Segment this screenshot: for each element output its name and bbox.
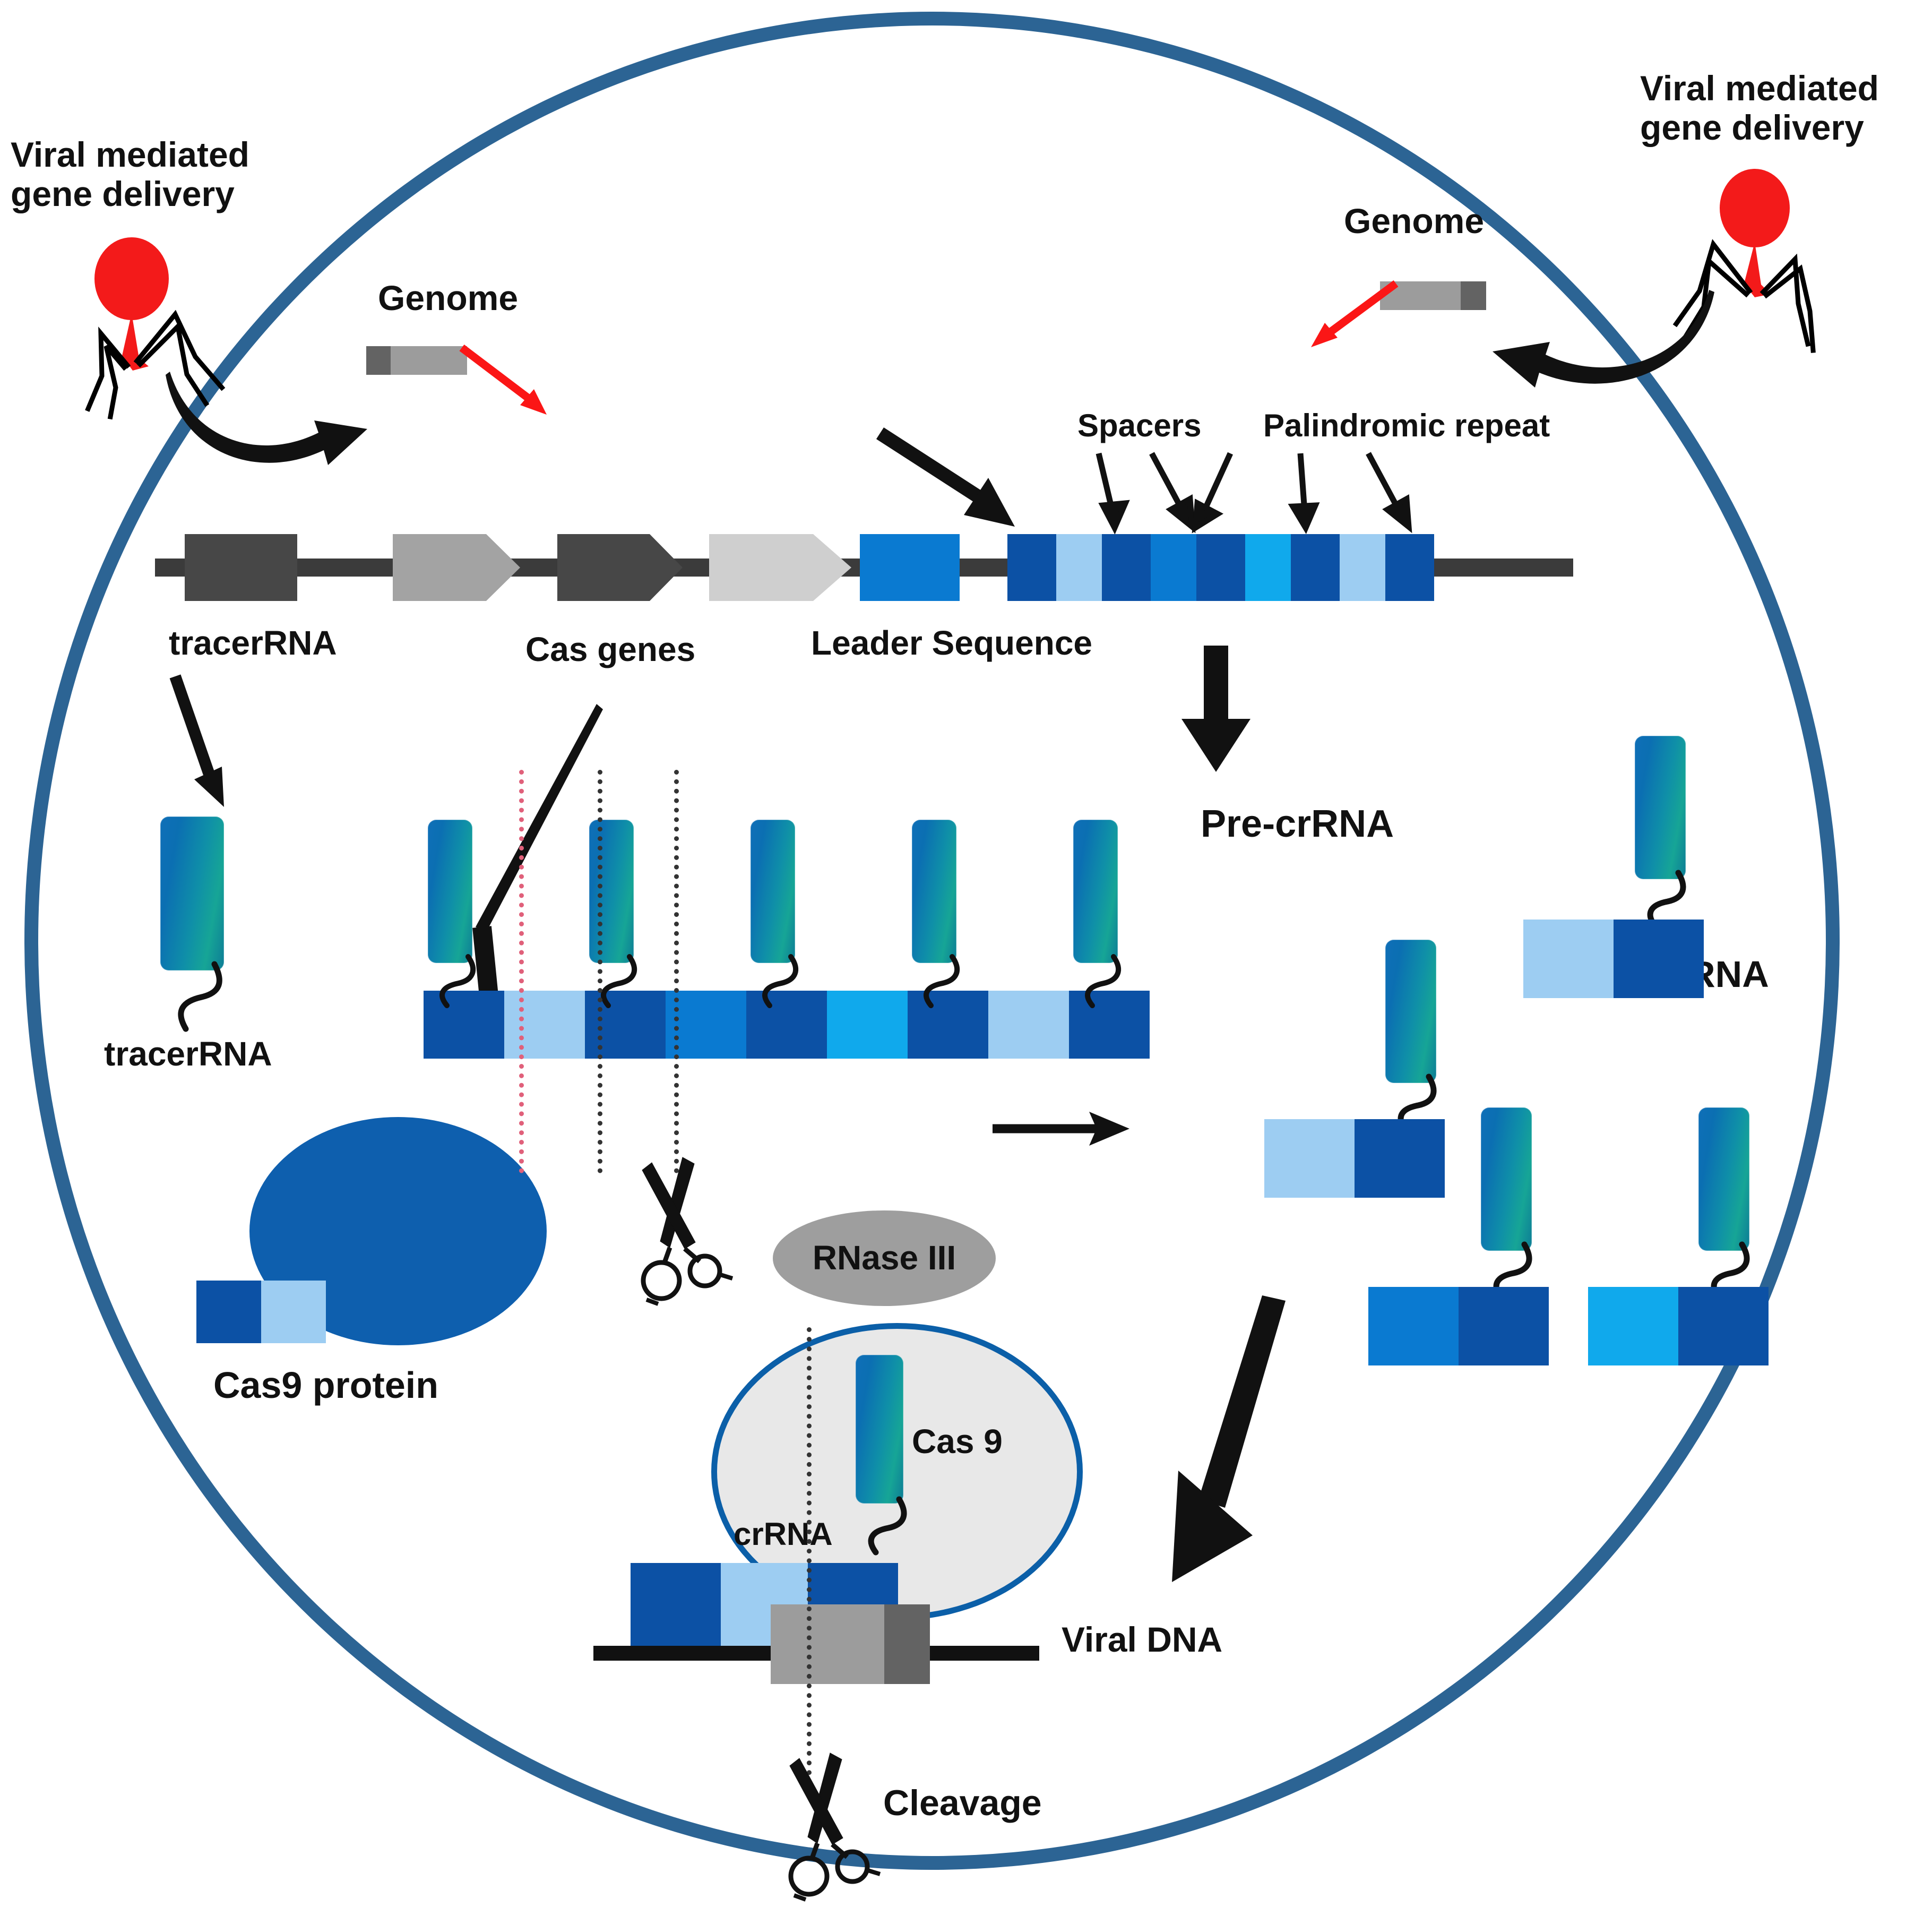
cas9-protein-crrna-left [196, 1281, 261, 1343]
arrow-down-icon-transcription [1176, 646, 1256, 773]
array-segment-spacer-5 [1245, 534, 1291, 601]
gene-tracerrna [185, 534, 297, 601]
arrow-to-array-icon [870, 425, 1046, 536]
arrow-diagonal-icon-interference [1168, 1295, 1348, 1593]
array-segment-spacer-1 [1056, 534, 1102, 601]
array-segment-repeat-6 [1291, 534, 1340, 601]
cas9-complex-cylinder [856, 1355, 903, 1504]
rnase-iii-badge: RNase III [773, 1210, 996, 1306]
pre-crrna-segment-repeat-2 [585, 991, 666, 1059]
gene-cas-2 [557, 534, 683, 601]
red-arrow-icon-left [458, 342, 564, 427]
pre-crrna-segment-spacer-1 [504, 991, 585, 1059]
gene-cas-3 [709, 534, 851, 601]
cas9-complex-tail [848, 1496, 917, 1556]
mature-crrna-block-1-right [1614, 920, 1704, 998]
array-segment-repeat-4 [1196, 534, 1245, 601]
cas9-protein-crrna-right [261, 1281, 326, 1343]
scissors-icon-rnase [632, 1157, 738, 1311]
mature-crrna-block-4-left [1588, 1287, 1678, 1365]
cas9-complex-label: Cas 9 [912, 1422, 1003, 1461]
array-segment-spacer-7 [1340, 534, 1385, 601]
genome-label-left: Genome [378, 278, 519, 317]
red-arrow-icon-right [1295, 276, 1401, 361]
spacers-label: Spacers [1077, 408, 1202, 443]
genome-bar-left-dark-end [366, 346, 391, 375]
mature-crrna-cylinder-4 [1698, 1107, 1749, 1251]
mature-crrna-block-3-right [1459, 1287, 1549, 1365]
curved-arrow-icon-right [1476, 265, 1720, 398]
pre-crrna-bar [424, 991, 1150, 1059]
mature-crrna-block-3-left [1368, 1287, 1459, 1365]
curved-arrow-icon-left [159, 340, 382, 473]
palindromic-repeat-label: Palindromic repeat [1263, 408, 1550, 443]
cleavage-label: Cleavage [883, 1783, 1042, 1823]
genome-bar-right-dark-end [1461, 281, 1486, 310]
leader-sequence-label: Leader Sequence [811, 624, 1092, 662]
viral-delivery-label-left: Viral mediated gene delivery [11, 135, 249, 213]
tracerrna-gene-label: tracerRNA [169, 624, 337, 662]
pre-crrna-segment-repeat-8 [1069, 991, 1150, 1059]
pre-crrna-label: Pre-crRNA [1201, 803, 1394, 845]
mature-crrna-cylinder-3 [1481, 1107, 1532, 1251]
scissors-icon-cleavage [779, 1753, 885, 1907]
tracerrna-cylinder [160, 817, 224, 970]
cas-genes-label: Cas genes [525, 630, 696, 668]
pre-crrna-segment-spacer-5 [827, 991, 908, 1059]
mature-crrna-cylinder-1 [1635, 736, 1686, 879]
pre-crrna-segment-repeat-6 [908, 991, 988, 1059]
bacteriophage-icon-right [1651, 165, 1852, 356]
viral-dna-target-light [771, 1604, 893, 1684]
complex-crrna-block-left [631, 1563, 721, 1648]
array-segment-repeat-0 [1007, 534, 1056, 601]
tracerrna-tail [156, 961, 236, 1036]
arrow-down-icon-tracerrna [159, 673, 244, 811]
bacteriophage-icon-left [69, 234, 249, 420]
viral-delivery-label-right: Viral mediated gene delivery [1640, 68, 1879, 147]
gene-cas-1 [393, 534, 520, 601]
array-segment-spacer-3 [1151, 534, 1196, 601]
tracerrna-product-label: tracerRNA [104, 1035, 272, 1073]
cut-line-3 [674, 770, 679, 1173]
mature-crrna-block-4-right [1678, 1287, 1769, 1365]
array-segment-repeat-2 [1102, 534, 1151, 601]
mature-crrna-block-2-left [1264, 1119, 1355, 1198]
pre-crrna-segment-repeat-4 [746, 991, 827, 1059]
cut-line-1 [519, 770, 524, 1173]
leader-sequence-box [860, 534, 960, 601]
pre-crrna-segment-spacer-7 [988, 991, 1069, 1059]
pre-crrna-segment-repeat-0 [424, 991, 504, 1059]
crrna-in-complex-label: crRNA [734, 1516, 833, 1552]
mature-crrna-block-2-right [1355, 1119, 1445, 1198]
cut-line-2 [598, 770, 602, 1173]
genome-label-right: Genome [1344, 201, 1485, 240]
viral-dna-label: Viral DNA [1062, 1620, 1223, 1659]
cas9-protein-label: Cas9 protein [213, 1364, 438, 1406]
rnase-iii-label: RNase III [812, 1239, 956, 1277]
pre-crrna-segment-spacer-3 [666, 991, 746, 1059]
array-segment-repeat-8 [1385, 534, 1434, 601]
crispr-array [1007, 534, 1434, 601]
mature-crrna-cylinder-2 [1385, 940, 1436, 1083]
mature-crrna-tail-1 [1627, 870, 1696, 929]
mature-crrna-block-1-left [1523, 920, 1614, 998]
cleavage-cut-line [807, 1327, 812, 1794]
array-pointer-arrows [1062, 449, 1539, 535]
viral-dna-target-dark [884, 1604, 930, 1684]
arrow-right-icon-maturation [993, 1104, 1146, 1152]
